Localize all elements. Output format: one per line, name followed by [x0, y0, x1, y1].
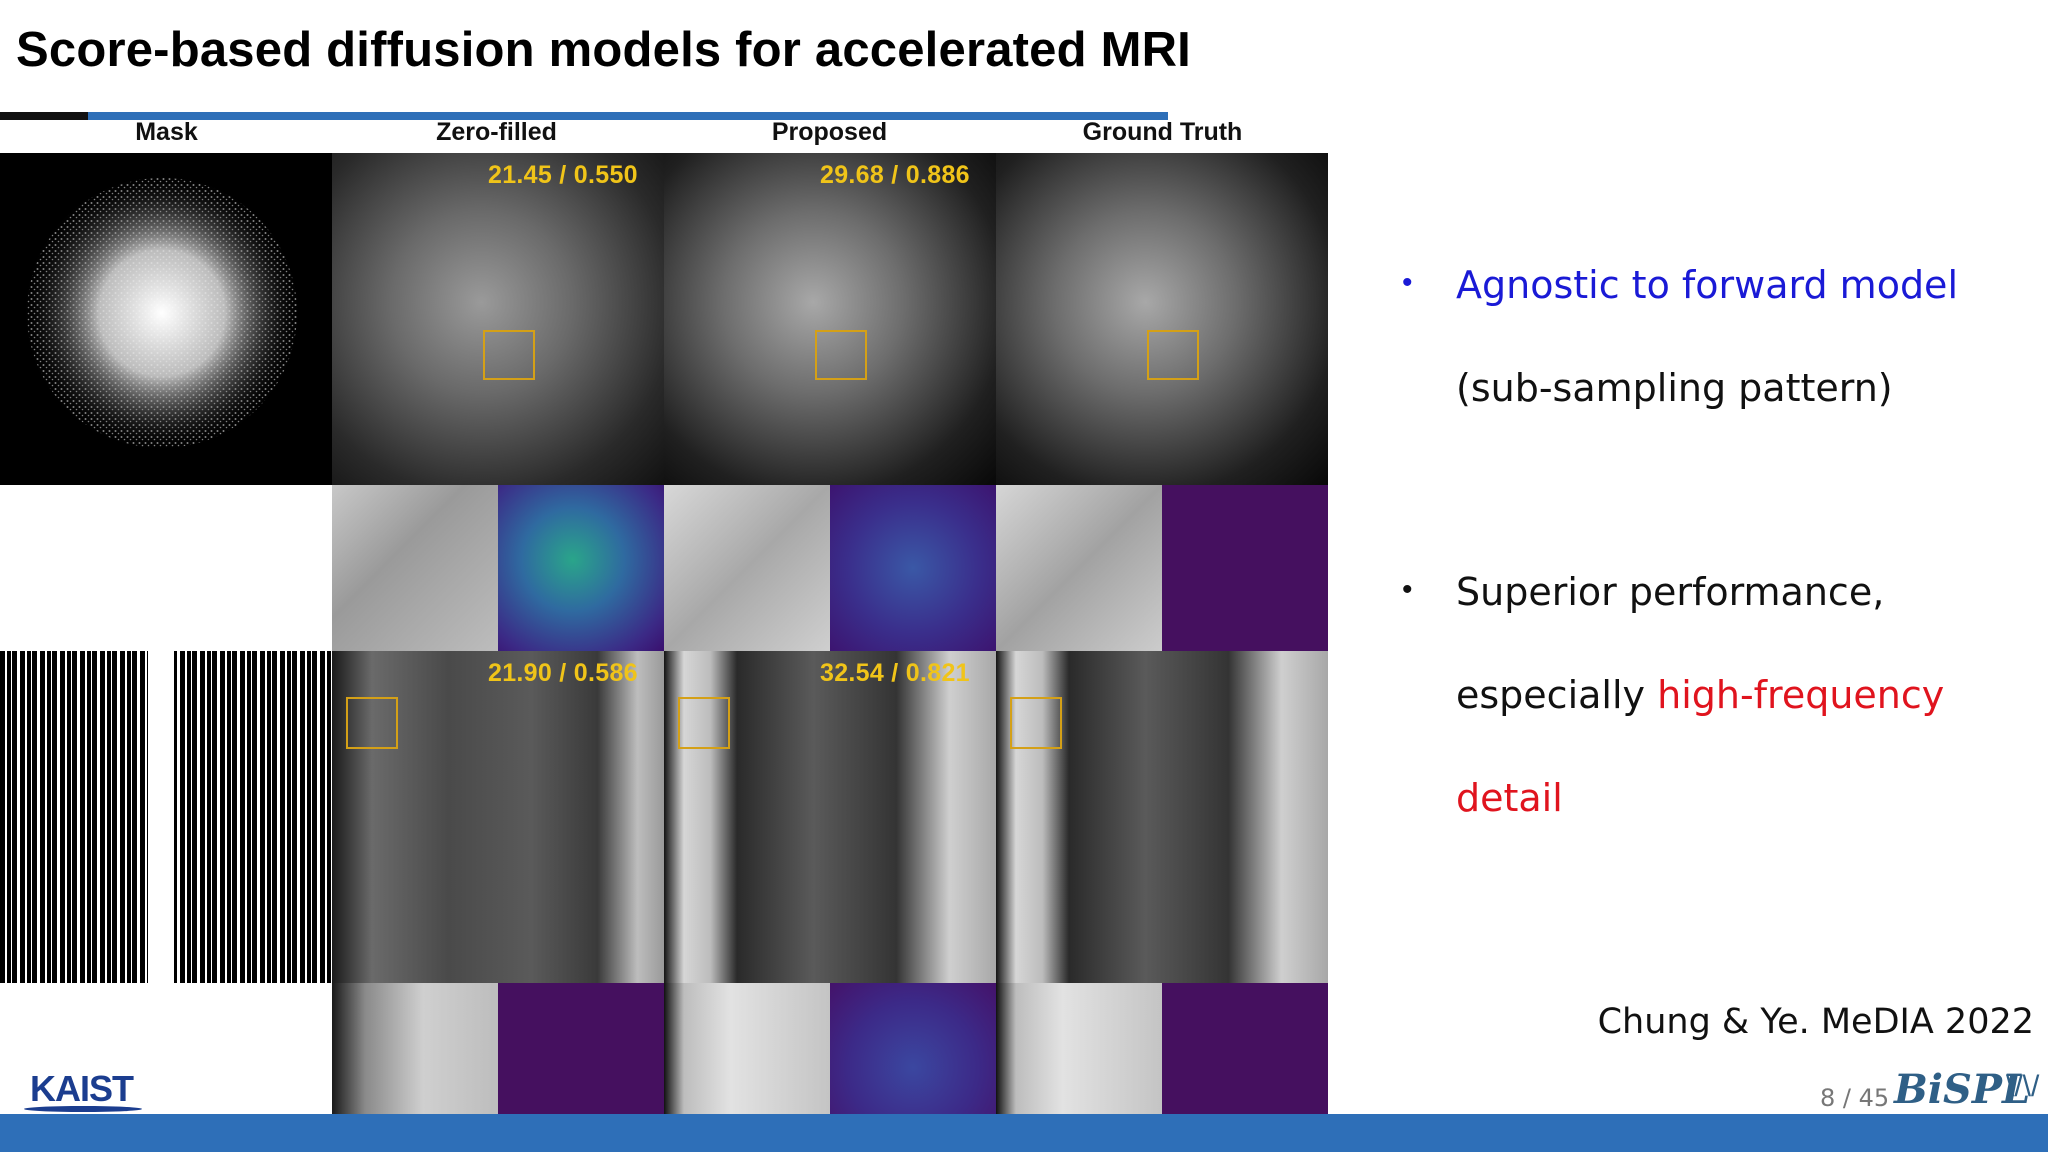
bullet-dot: • [1402, 266, 1413, 299]
bullet-dot: • [1402, 573, 1413, 606]
title-rule-dark [0, 112, 88, 120]
footer-bar [0, 1114, 2048, 1152]
error-map-ground-truth-1 [1162, 485, 1328, 651]
slide-title: Score-based diffusion models for acceler… [16, 23, 1192, 77]
kaist-logo: KAIST [30, 1068, 134, 1109]
roi-box [1147, 330, 1199, 380]
title-rule-blue [88, 112, 1168, 120]
bullet-2-line-2: especially high-frequency [1456, 673, 1944, 717]
image-proposed-1: 29.68 / 0.886 [664, 153, 996, 485]
bispl-logo: BiSPL [1894, 1066, 2031, 1113]
bullet-2-line-1: Superior performance, [1456, 570, 1885, 614]
mask-center-band [148, 651, 174, 983]
metric-zero-filled-1: 21.45 / 0.550 [488, 161, 638, 189]
page-number: 8 / 45 [1820, 1084, 1890, 1112]
roi-box [1010, 697, 1062, 749]
zoom-zero-filled-1 [332, 485, 498, 651]
image-zero-filled-2: 21.90 / 0.586 [332, 651, 664, 983]
bispl-logo-mark: \/\/ [2006, 1070, 2040, 1103]
header-ground-truth: Ground Truth [1082, 118, 1243, 146]
bullet-1-line-2: (sub-sampling pattern) [1456, 366, 1893, 410]
bullet-2-line-3: detail [1456, 776, 1563, 820]
error-map-zero-filled-1 [498, 485, 664, 651]
bullet-1-line-1: Agnostic to forward model [1456, 263, 1958, 307]
image-ground-truth-2 [996, 651, 1328, 983]
metric-proposed-1: 29.68 / 0.886 [820, 161, 970, 189]
mask-poisson-svg [22, 173, 302, 453]
roi-box [815, 330, 867, 380]
mask-vertical-lines [0, 651, 332, 983]
error-map-proposed-1 [830, 485, 996, 651]
roi-box [483, 330, 535, 380]
mask-poisson-disk [0, 153, 332, 485]
metric-proposed-2: 32.54 / 0.821 [820, 659, 970, 687]
roi-box [678, 697, 730, 749]
bullet-2-text: especially [1456, 673, 1658, 717]
metric-zero-filled-2: 21.90 / 0.586 [488, 659, 638, 687]
header-zero-filled: Zero-filled [436, 118, 557, 146]
header-proposed: Proposed [771, 118, 888, 146]
roi-box [346, 697, 398, 749]
image-zero-filled-1: 21.45 / 0.550 [332, 153, 664, 485]
image-ground-truth-1 [996, 153, 1328, 485]
citation: Chung & Ye. MeDIA 2022 [1597, 1002, 2034, 1042]
image-proposed-2: 32.54 / 0.821 [664, 651, 996, 983]
zoom-proposed-1 [664, 485, 830, 651]
kaist-logo-swoosh [24, 1106, 142, 1112]
bullet-2-highlight: high-frequency [1657, 673, 1945, 717]
header-mask: Mask [135, 118, 198, 146]
zoom-ground-truth-1 [996, 485, 1162, 651]
